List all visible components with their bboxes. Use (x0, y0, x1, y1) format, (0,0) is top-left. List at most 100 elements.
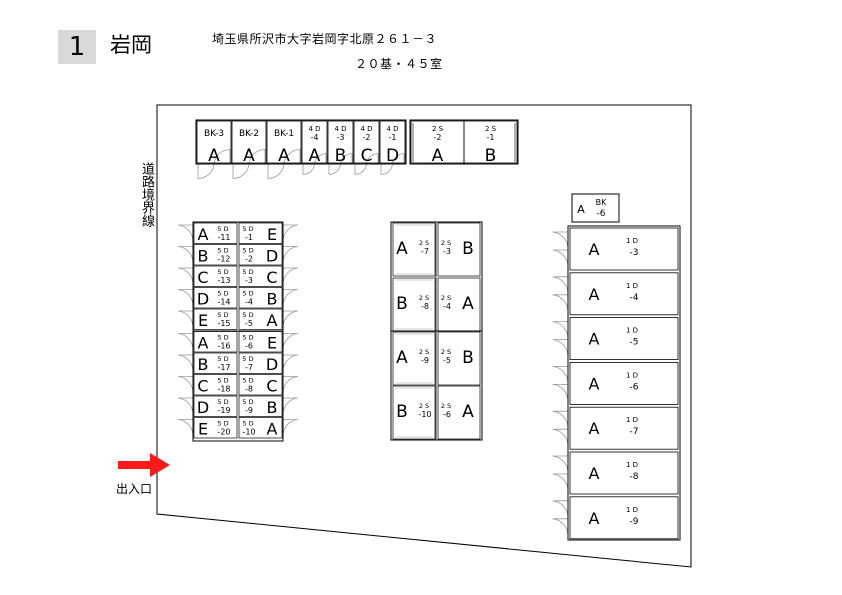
unit-room-letter: A (462, 402, 474, 422)
unit-code: BK-3 (204, 129, 224, 139)
door-swing (380, 163, 393, 175)
unit-code: -19 (217, 406, 230, 415)
unit-room-letter: A (589, 285, 600, 304)
door-swing (552, 384, 569, 402)
door-swing (178, 246, 194, 264)
unit-room-letter: B (396, 294, 408, 314)
unit-code: 1 D (626, 371, 638, 379)
unit-cell (353, 120, 380, 164)
unit-code: 5 D (217, 311, 228, 319)
door-swings (178, 149, 569, 536)
unit-code: BK-1 (274, 129, 294, 139)
unit-code: 4 D (360, 125, 372, 133)
unit-code: 4 D (308, 125, 320, 133)
bk6-frame (571, 193, 620, 223)
unit-code: -6 (245, 342, 253, 351)
unit-cell (193, 287, 238, 309)
unit-cell (569, 406, 679, 450)
unit-code: -3 (630, 248, 639, 258)
unit-cell (231, 120, 267, 164)
unit-room-letter: B (485, 146, 497, 166)
unit-cell (392, 385, 436, 440)
unit-code: -8 (245, 385, 253, 394)
unit-cell (193, 352, 238, 374)
unit-code: -5 (245, 319, 253, 328)
unit-cell (463, 120, 518, 164)
door-swing (552, 455, 569, 474)
unit-code: 5 D (217, 420, 228, 428)
unit-code: 5 D (242, 377, 253, 385)
unit-code: 5 D (242, 311, 253, 319)
unit-code: -10 (418, 410, 431, 419)
unit-room-letter: C (266, 377, 277, 396)
unit-code: -5 (630, 338, 639, 348)
door-swing (178, 310, 194, 328)
unit-code: 1 D (626, 461, 638, 469)
door-swing (552, 294, 569, 312)
site-number-badge: 1 (58, 30, 96, 64)
unit-cell (238, 287, 283, 309)
unit-code: -1 (245, 233, 253, 242)
unit-code: 2 S (419, 294, 429, 302)
door-swing (392, 153, 405, 165)
door-swing (232, 163, 250, 179)
unit-code: 5 D (217, 247, 228, 255)
unit-room-letter: C (197, 268, 208, 287)
unit-room-letter: A (589, 330, 600, 349)
unit-room-letter: E (267, 334, 277, 353)
unit-room-letter: A (198, 225, 209, 244)
unit-code: -6 (443, 410, 451, 419)
unit-code: 5 D (217, 225, 228, 233)
unit-code: -12 (217, 255, 230, 264)
unit-code: -7 (245, 363, 253, 372)
unit-code: -1 (389, 133, 397, 142)
unit-room-letter: B (267, 290, 278, 309)
unit-cell (569, 361, 679, 405)
unit-code: -9 (630, 517, 639, 527)
unit-code: 5 D (217, 377, 228, 385)
unit-code: -5 (443, 356, 451, 365)
door-swing (552, 321, 569, 339)
unit-cell (238, 395, 283, 417)
unit-code: -3 (337, 133, 345, 142)
door-swing (178, 419, 194, 437)
unit-code: 1 D (626, 506, 638, 514)
unit-cell (569, 227, 679, 271)
unit-cell (379, 120, 406, 164)
door-swing (552, 366, 569, 384)
door-swing (178, 397, 194, 415)
top-2s-frame (409, 119, 519, 165)
unit-room-letter: D (197, 398, 209, 417)
entrance-label: 出入口 (116, 482, 153, 496)
door-swing (552, 339, 569, 357)
door-swing (178, 333, 194, 351)
door-swing (282, 289, 298, 307)
unit-code: 4 D (334, 125, 346, 133)
door-swing (552, 410, 569, 429)
unit-code: 1 D (626, 327, 638, 335)
unit-code: 2 S (441, 239, 451, 247)
door-swing (302, 163, 315, 175)
unit-code: 5 D (242, 398, 253, 406)
unit-code: -18 (217, 385, 230, 394)
unit-room-letter: A (589, 374, 600, 393)
door-swing (552, 473, 569, 492)
door-swing (178, 267, 194, 285)
door-swing (267, 163, 285, 179)
unit-code: 2 S (419, 402, 429, 410)
unit-code: 5 D (217, 398, 228, 406)
unit-code: -14 (217, 298, 230, 307)
unit-code: -8 (630, 472, 639, 482)
unit-code: -2 (363, 133, 371, 142)
unit-code: -7 (630, 427, 639, 437)
unit-cell (437, 222, 481, 277)
unit-cell (392, 277, 436, 332)
unit-cell (569, 272, 679, 316)
door-swing (282, 354, 298, 372)
unit-room-letter: A (589, 509, 600, 528)
unit-code: 5 D (217, 334, 228, 342)
unit-room-letter: D (266, 355, 278, 374)
unit-code: -7 (421, 247, 429, 256)
door-swing (213, 149, 231, 165)
